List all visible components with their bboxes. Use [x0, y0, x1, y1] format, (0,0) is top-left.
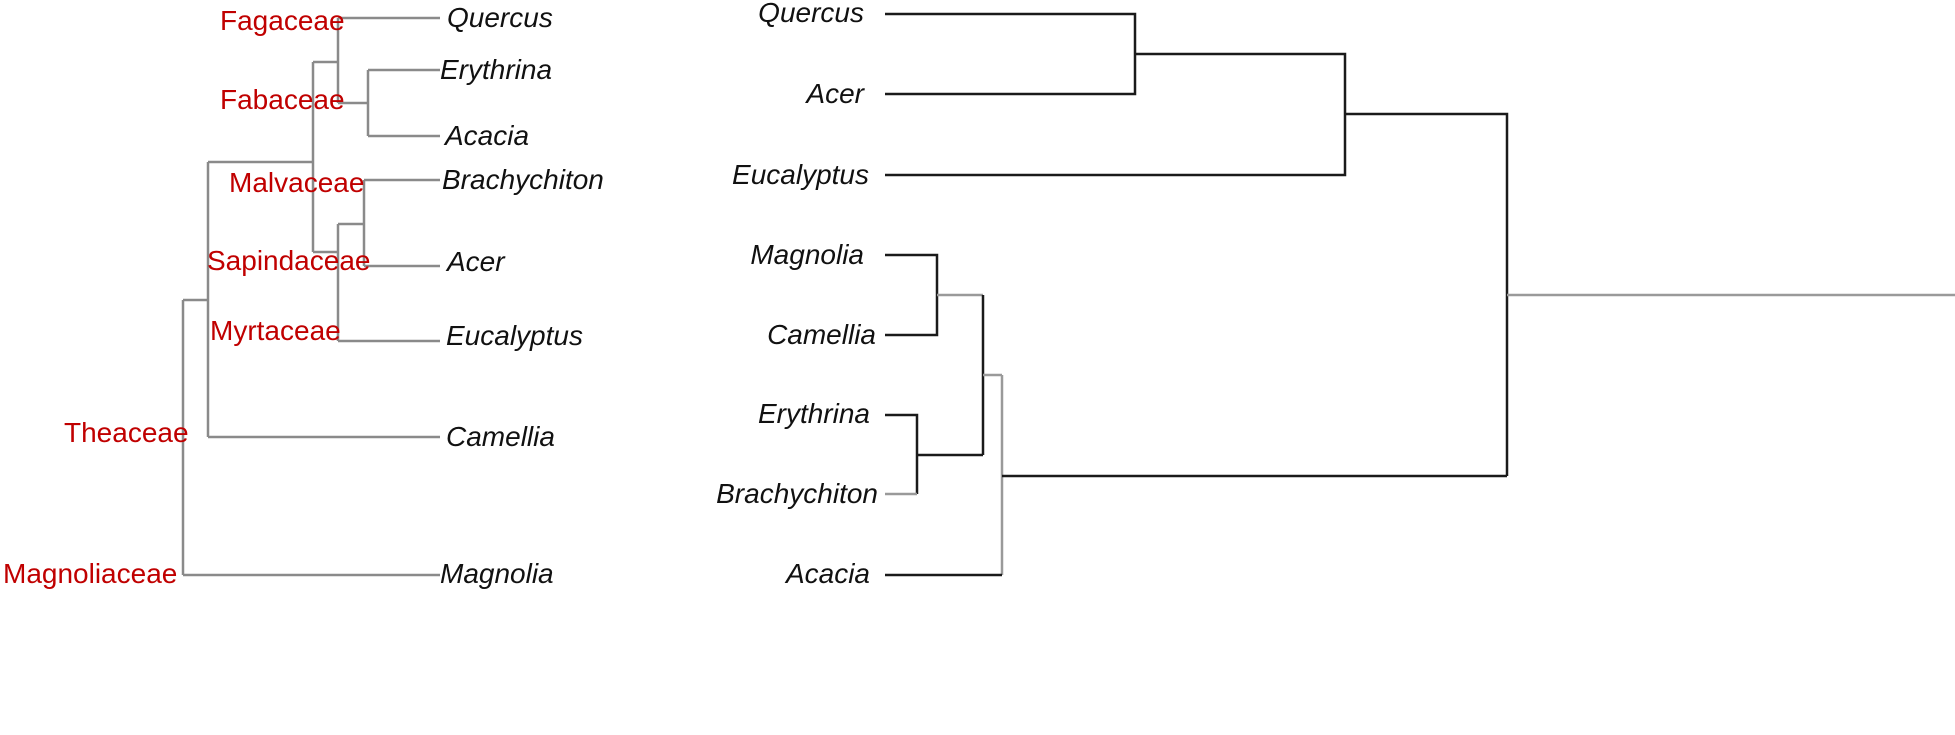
left-branch-malvaceae — [362, 178, 440, 268]
left-branch-myrtaceae — [336, 222, 440, 343]
left-branch-root — [181, 298, 440, 577]
right-tree: Quercus Acer Eucalyptus Magnolia Camelli… — [716, 0, 1955, 589]
left-branch-quercus — [336, 16, 440, 105]
family-label: Theaceae — [64, 417, 189, 448]
family-label: Magnoliaceae — [3, 558, 177, 589]
family-label: Fagaceae — [220, 5, 345, 36]
left-tree-branches — [181, 16, 440, 577]
left-taxon-label: Quercus — [447, 2, 553, 33]
right-tree-branches — [885, 12, 1955, 577]
left-taxon-label: Magnolia — [440, 558, 554, 589]
family-label: Fabaceae — [220, 84, 345, 115]
left-taxon-label: Acacia — [443, 120, 529, 151]
left-branch-fabaceae — [366, 68, 440, 138]
right-taxon-label: Quercus — [758, 0, 864, 28]
left-family-labels: Fagaceae Fabaceae Malvaceae Sapindaceae … — [3, 5, 370, 589]
right-branch-magnolia-camellia — [885, 253, 939, 337]
right-taxon-label: Eucalyptus — [732, 159, 869, 190]
family-label: Malvaceae — [229, 167, 364, 198]
left-taxon-label: Brachychiton — [442, 164, 604, 195]
right-branch-erythrina — [885, 413, 919, 494]
right-branch-root-join — [1345, 112, 1509, 476]
right-taxon-label: Erythrina — [758, 398, 870, 429]
right-branch-quercus-acer — [885, 12, 1137, 96]
right-taxon-label: Acacia — [784, 558, 870, 589]
right-taxon-label: Magnolia — [750, 239, 864, 270]
left-taxon-label: Camellia — [446, 421, 555, 452]
left-tree: Quercus Erythrina Acacia Brachychiton Ac… — [3, 2, 604, 589]
right-taxon-label: Camellia — [767, 319, 876, 350]
left-taxon-label: Erythrina — [440, 54, 552, 85]
left-branch-camellia — [206, 160, 440, 439]
right-taxon-labels: Quercus Acer Eucalyptus Magnolia Camelli… — [716, 0, 878, 589]
right-taxon-label: Brachychiton — [716, 478, 878, 509]
left-taxon-labels: Quercus Erythrina Acacia Brachychiton Ac… — [440, 2, 604, 589]
family-label: Myrtaceae — [210, 315, 341, 346]
right-taxon-label: Acer — [804, 78, 865, 109]
left-taxon-label: Acer — [445, 246, 506, 277]
right-branch-eucalyptus — [885, 52, 1347, 177]
left-branch-upper-split — [311, 60, 338, 254]
family-label: Sapindaceae — [207, 245, 370, 276]
left-taxon-label: Eucalyptus — [446, 320, 583, 351]
